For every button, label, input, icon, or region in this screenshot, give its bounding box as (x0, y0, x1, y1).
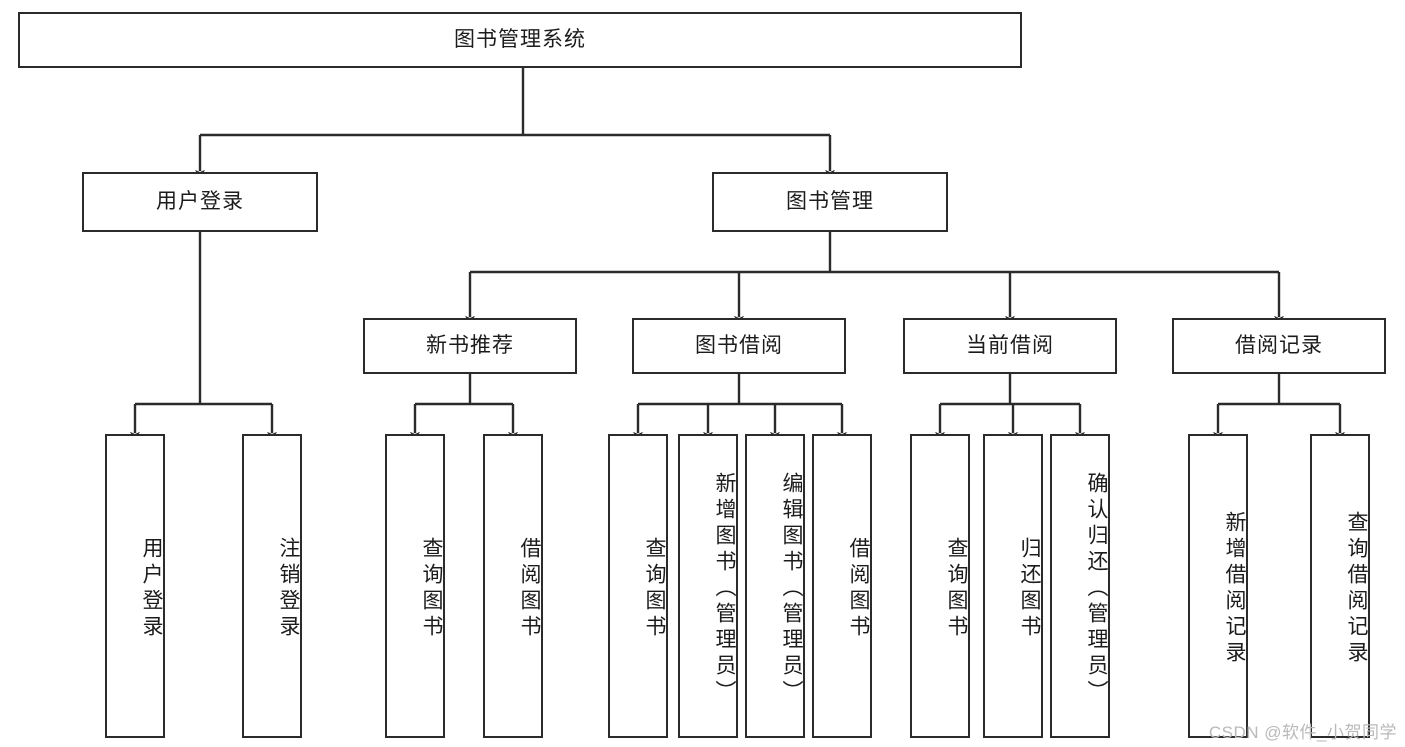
node-leaf-rc-add[interactable]: 新增借阅记录 (1188, 434, 1248, 738)
node-label: 查询图书 (945, 537, 968, 641)
watermark-label: CSDN @软件_小贺同学 (1208, 723, 1397, 742)
node-label: 用户登录 (156, 190, 244, 214)
node-leaf-logout[interactable]: 注销登录 (242, 434, 302, 738)
node-label: 查询借阅记录 (1345, 511, 1368, 667)
node-label: 借阅图书 (518, 537, 541, 641)
node-current[interactable]: 当前借阅 (903, 318, 1117, 374)
node-leaf-login[interactable]: 用户登录 (105, 434, 165, 738)
node-bookmgmt[interactable]: 图书管理 (712, 172, 948, 232)
node-label: 归还图书 (1018, 537, 1041, 641)
node-leaf-cu-confirm[interactable]: 确认归还（管理员） (1050, 434, 1110, 738)
node-label: 查询图书 (643, 537, 666, 641)
node-label: 借阅图书 (847, 537, 870, 641)
node-borrow[interactable]: 图书借阅 (632, 318, 846, 374)
node-label: 新书推荐 (426, 334, 514, 358)
node-label: 查询图书 (420, 537, 443, 641)
node-label: 新增图书（管理员） (713, 472, 736, 706)
node-leaf-nb-query[interactable]: 查询图书 (385, 434, 445, 738)
node-leaf-bo-query[interactable]: 查询图书 (608, 434, 668, 738)
node-leaf-bo-add[interactable]: 新增图书（管理员） (678, 434, 738, 738)
node-leaf-nb-borrow[interactable]: 借阅图书 (483, 434, 543, 738)
node-label: 注销登录 (277, 537, 300, 641)
node-newbooks[interactable]: 新书推荐 (363, 318, 577, 374)
node-label: 确认归还（管理员） (1085, 472, 1108, 706)
node-label: 当前借阅 (966, 334, 1054, 358)
node-leaf-rc-query[interactable]: 查询借阅记录 (1310, 434, 1370, 738)
node-leaf-bo-edit[interactable]: 编辑图书（管理员） (745, 434, 805, 738)
node-label: 图书借阅 (695, 334, 783, 358)
node-label: 图书管理系统 (454, 28, 586, 52)
node-label: 编辑图书（管理员） (780, 472, 803, 706)
node-leaf-cu-return[interactable]: 归还图书 (983, 434, 1043, 738)
node-root[interactable]: 图书管理系统 (18, 12, 1022, 68)
node-label: 图书管理 (786, 190, 874, 214)
node-records[interactable]: 借阅记录 (1172, 318, 1386, 374)
node-leaf-bo-borrow[interactable]: 借阅图书 (812, 434, 872, 738)
node-login[interactable]: 用户登录 (82, 172, 318, 232)
node-leaf-cu-query[interactable]: 查询图书 (910, 434, 970, 738)
node-label: 用户登录 (140, 537, 163, 641)
node-label: 新增借阅记录 (1223, 511, 1246, 667)
node-label: 借阅记录 (1235, 334, 1323, 358)
